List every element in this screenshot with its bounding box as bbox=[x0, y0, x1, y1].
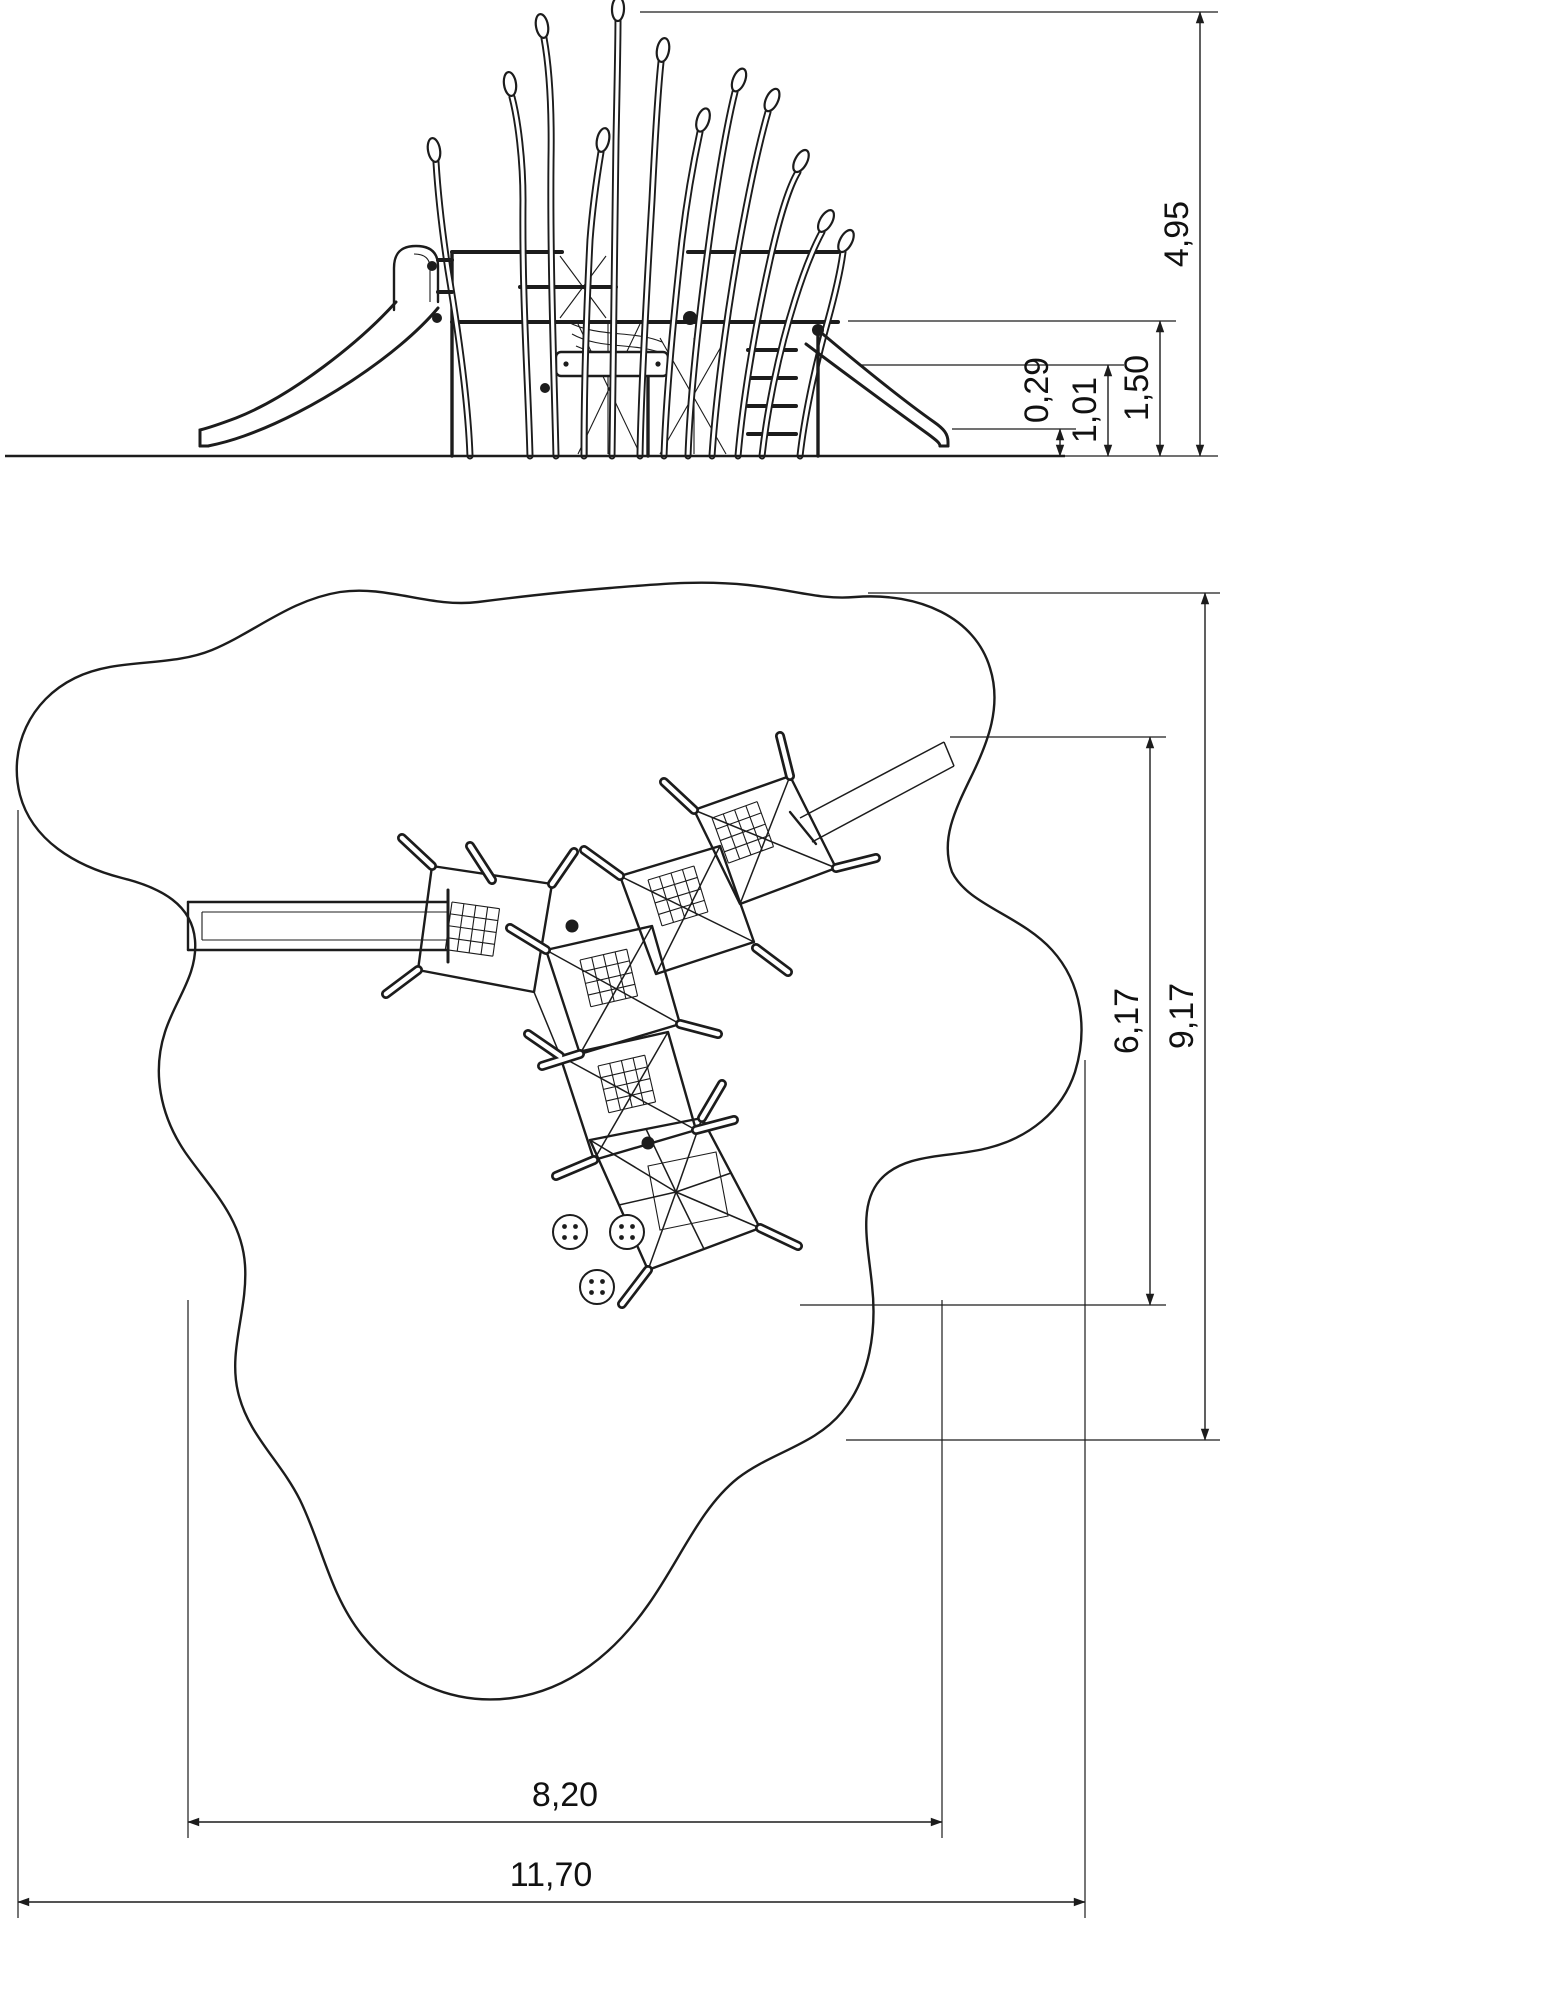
dim-mid-platform-label: 1,01 bbox=[1066, 377, 1104, 443]
dim-structure-width: 8,20 bbox=[187, 1300, 943, 1838]
rope-ball bbox=[683, 311, 697, 325]
net-patches bbox=[444, 801, 775, 1114]
pole-tip bbox=[695, 107, 711, 133]
dim-structure-width-label: 8,20 bbox=[532, 1776, 598, 1814]
dim-area-depth: 9,17 bbox=[846, 592, 1220, 1441]
elevation-view: 4,95 1,50 1,01 0,29 bbox=[5, 0, 1218, 456]
pole-node bbox=[641, 1136, 655, 1150]
climbing-poles bbox=[426, 0, 855, 456]
platform-outline bbox=[618, 844, 756, 976]
pole-node bbox=[565, 919, 579, 933]
pole-tip bbox=[837, 228, 855, 254]
safety-area-outline bbox=[15, 581, 1083, 1701]
dim-upper-platform-height: 1,50 bbox=[848, 320, 1176, 457]
rope-ball bbox=[540, 383, 550, 393]
dim-area-width: 11,70 bbox=[17, 810, 1086, 1918]
dim-mid-platform-height: 1,01 bbox=[860, 364, 1124, 457]
pole-tip bbox=[595, 127, 611, 153]
pole-tip bbox=[763, 87, 781, 113]
slide-left-elevation bbox=[198, 244, 454, 448]
slide-right-elevation bbox=[804, 324, 950, 458]
dim-low-platform-height: 0,29 bbox=[952, 357, 1076, 457]
dim-upper-platform-label: 1,50 bbox=[1118, 355, 1156, 421]
pole-tip bbox=[730, 67, 748, 93]
pole-tip bbox=[610, 0, 626, 23]
dim-overall-height-label: 4,95 bbox=[1158, 201, 1196, 267]
pole-tip bbox=[816, 209, 836, 233]
dim-structure-depth-label: 6,17 bbox=[1108, 988, 1146, 1054]
dim-area-depth-label: 9,17 bbox=[1163, 983, 1201, 1049]
dim-area-width-label: 11,70 bbox=[510, 1856, 593, 1894]
pole-tip bbox=[534, 13, 550, 39]
plan-view: 6,17 9,17 8,20 11,70 bbox=[15, 581, 1220, 1918]
platform-chain bbox=[416, 774, 838, 1272]
spider-net bbox=[589, 1117, 761, 1271]
dim-low-platform-label: 0,29 bbox=[1018, 357, 1056, 423]
pole-tip bbox=[655, 37, 671, 63]
pole-tip bbox=[426, 137, 442, 163]
pole-tip bbox=[792, 148, 810, 174]
slide-right-plan bbox=[788, 741, 955, 846]
dim-overall-height: 4,95 bbox=[640, 11, 1218, 457]
pole-tip bbox=[502, 70, 518, 98]
dim-structure-depth: 6,17 bbox=[800, 736, 1166, 1306]
slide-left-plan bbox=[186, 888, 450, 964]
